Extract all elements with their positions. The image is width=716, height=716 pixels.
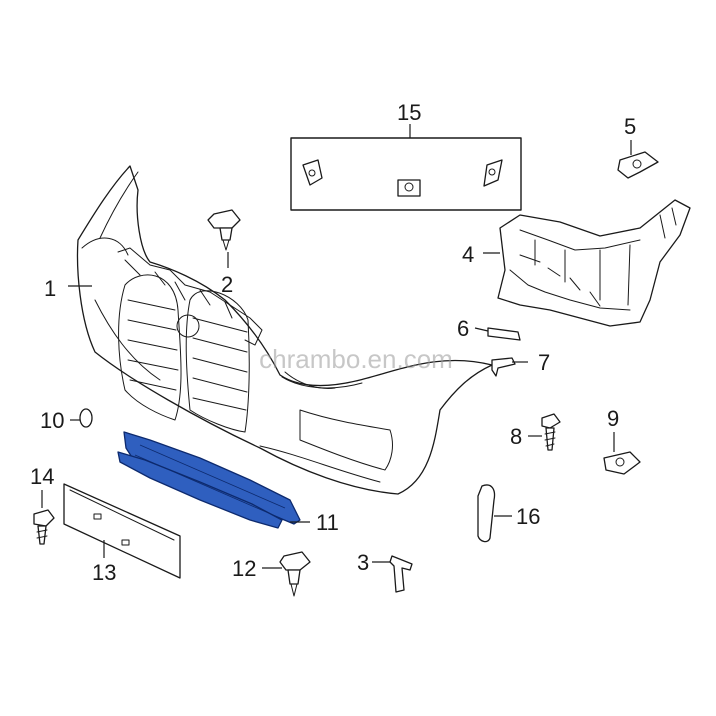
leader-6 (474, 327, 489, 332)
callout-11: 11 (316, 510, 339, 535)
callout-7: 7 (538, 350, 550, 375)
part-2-push-clip (207, 209, 241, 251)
callout-10: 10 (40, 408, 64, 433)
part-12-push-clip (279, 551, 311, 597)
callout-3: 3 (357, 550, 369, 575)
part-15-bracket-left (302, 159, 323, 186)
callout-4: 4 (462, 242, 474, 267)
callout-1: 1 (44, 276, 56, 301)
part-15-bracket-right (483, 159, 503, 187)
part-3-clip (389, 555, 413, 593)
callout-9: 9 (607, 406, 619, 431)
part-10-plug (79, 408, 93, 428)
part-15-bracket-center (397, 179, 421, 197)
part-6-trim-strip (487, 327, 521, 341)
callout-5: 5 (624, 114, 636, 139)
part-11-bumper-reinforcement (117, 431, 301, 529)
part-1-bumper-cover (76, 165, 493, 495)
callout-13: 13 (92, 560, 116, 585)
callout-14: 14 (30, 464, 54, 489)
part-13-license-plate-base (63, 483, 181, 579)
callout-15: 15 (397, 100, 421, 125)
callout-8: 8 (510, 424, 522, 449)
callout-6: 6 (457, 316, 469, 341)
watermark-text: chrambo.en.com (259, 344, 453, 374)
part-9-clip-nut (603, 451, 641, 475)
callout-16: 16 (516, 504, 540, 529)
part-4-side-bracket (497, 199, 691, 327)
callout-12: 12 (232, 556, 256, 581)
callout-2: 2 (221, 272, 233, 297)
part-5-clip-nut (617, 151, 659, 179)
part-16-trim-molding (477, 484, 496, 543)
part-7-clip (491, 357, 516, 377)
part-15-kit-box (290, 137, 522, 211)
part-14-screw (33, 509, 55, 545)
part-8-screw (541, 413, 561, 451)
